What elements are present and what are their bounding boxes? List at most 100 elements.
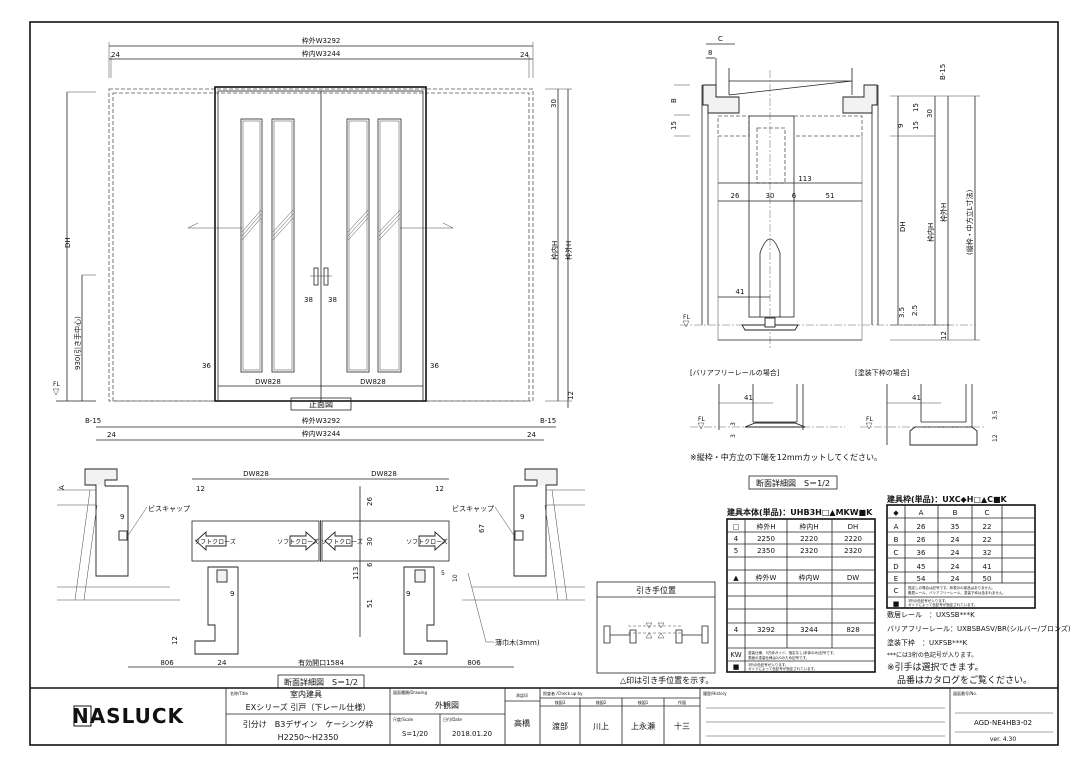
check-label: 照査者 /Check up by bbox=[543, 690, 583, 696]
plan-30: 30 bbox=[366, 537, 374, 546]
shim-label: 薄巾木(3mm) bbox=[495, 638, 540, 647]
vs-b: B bbox=[670, 98, 678, 103]
frame-table-cell: A bbox=[894, 523, 899, 531]
handle-note: ※引手は選択できます。 bbox=[887, 661, 984, 673]
approval-label: 承認印 bbox=[516, 692, 528, 698]
scale-value: S=1/20 bbox=[402, 730, 428, 738]
door-handles[interactable] bbox=[310, 267, 332, 286]
cell: 3292 bbox=[757, 626, 775, 634]
soft-close-label: ソフトクローズ bbox=[321, 538, 363, 546]
history-label: 履歴/History bbox=[703, 690, 727, 696]
plan-5: 5 bbox=[441, 570, 445, 577]
title-line-3: 引分け B3デザイン ケーシング枠 bbox=[243, 719, 373, 729]
door-width-right: DW828 bbox=[360, 378, 386, 386]
plan-9-guide-left: 9 bbox=[230, 590, 234, 598]
note: 敷居レール、バリアフリーレール、塗装下枠は含まれません。 bbox=[908, 590, 1006, 595]
frame-table-cell: 24 bbox=[951, 575, 960, 583]
th-w-1: 枠外W bbox=[756, 573, 777, 582]
plan-12-left: 12 bbox=[196, 485, 205, 493]
vs-26: 26 bbox=[731, 192, 740, 200]
cell: 2320 bbox=[844, 547, 862, 555]
dim-24-left: 24 bbox=[111, 51, 120, 59]
plan-24-bl: 24 bbox=[218, 659, 227, 667]
approval-name: 高橋 bbox=[514, 718, 530, 728]
vs-12: 12 bbox=[940, 331, 948, 340]
frame-table-cell: 36 bbox=[917, 549, 926, 557]
plan-dim-a: A bbox=[58, 485, 66, 490]
cell: 2250 bbox=[757, 535, 775, 543]
drawing-label: 図面種類/Drawing bbox=[393, 689, 427, 695]
bottom-details: [バリアフリーレールの場合] 41 3 3 FL [塗装下枠の場合] 41 FL… bbox=[690, 368, 999, 490]
frame-table-title: 建具枠(単品)：UXC◆H□▲C■K bbox=[886, 494, 1008, 504]
handle-height-label: 930(引き手中心) bbox=[73, 316, 82, 370]
checker-role: 検図1 bbox=[638, 699, 649, 705]
frame-table-cell: D bbox=[893, 563, 898, 571]
frame-table-cell: 32 bbox=[983, 549, 992, 557]
date-value: 2018.01.20 bbox=[452, 730, 492, 738]
th-w-2: 枠内W bbox=[799, 573, 820, 582]
catalog-note: 品番はカタログをご覧ください。 bbox=[897, 674, 1032, 686]
effective-opening: 有効開口1584 bbox=[298, 658, 344, 667]
cell: 2220 bbox=[844, 535, 862, 543]
soft-close-label: ソフトクローズ bbox=[194, 538, 236, 546]
vs-b15: B-15 bbox=[939, 64, 947, 80]
plan-section: B-15 B-15 枠外W3292 枠内W3244 24 24 DW828 DW… bbox=[57, 416, 585, 689]
note: 3桁の色記号が入ります。 bbox=[908, 598, 948, 603]
b15-left: B-15 bbox=[85, 417, 101, 425]
drawing-number: AGD-NE4HB3-02 bbox=[974, 719, 1032, 727]
soft-close-label: ソフトクローズ bbox=[277, 538, 319, 546]
plan-9-right: 9 bbox=[520, 513, 524, 521]
vs-41: 41 bbox=[736, 288, 745, 296]
frame-table-cell: E bbox=[894, 575, 898, 583]
cell: 2350 bbox=[757, 547, 775, 555]
barrier-free-rail: バリアフリーレール：UXBSBASV/BR(シルバー/ブロンズ) bbox=[887, 624, 1071, 633]
outer-h-label: 枠外H bbox=[564, 241, 573, 260]
frame-table-cell: 22 bbox=[983, 536, 992, 544]
vs-15a: 15 bbox=[912, 103, 920, 112]
note-key: KW bbox=[730, 651, 741, 659]
cell: 828 bbox=[846, 626, 859, 634]
plan-24-right: 24 bbox=[527, 431, 536, 439]
plan-113: 113 bbox=[352, 567, 360, 580]
checker-name: 十三 bbox=[674, 721, 690, 731]
title-line-4: H2250〜H2350 bbox=[278, 733, 339, 742]
vs-inner-h: 枠内H bbox=[926, 223, 935, 242]
th-h-2: 枠内H bbox=[799, 522, 818, 531]
door-table-title: 建具本体(単品)：UHB3H□▲MKW■K bbox=[726, 507, 873, 517]
title-label: 名称/Title bbox=[230, 690, 248, 696]
frame-table-cell: 54 bbox=[917, 575, 926, 583]
bf-3a: 3 bbox=[730, 422, 737, 426]
stile-left: 36 bbox=[202, 362, 211, 370]
front-elevation-caption: 正面図 bbox=[309, 400, 333, 409]
nasluck-logo: NASLUCK bbox=[72, 704, 184, 728]
ft-th: C bbox=[985, 509, 990, 517]
frame-table-cell: 24 bbox=[951, 536, 960, 544]
plan-6: 6 bbox=[366, 562, 374, 567]
cut-note: ※縦枠・中方立の下端を12mmカットしてください。 bbox=[690, 452, 882, 462]
vs-c: C bbox=[718, 35, 723, 43]
checker-name: 渡部 bbox=[552, 721, 568, 731]
th-h-3: DH bbox=[848, 523, 859, 531]
detail-caption: 断面詳細図 S＝1/2 bbox=[756, 478, 830, 488]
plan-12-bottom: 12 bbox=[171, 636, 179, 645]
frame-table-cell: 24 bbox=[951, 563, 960, 571]
note-key: ■ bbox=[733, 663, 740, 671]
plan-806-right: 806 bbox=[467, 659, 481, 667]
vs-jamb-note: (縦枠・中方立L寸法) bbox=[965, 189, 974, 255]
note-key: C bbox=[894, 587, 899, 595]
frame-table-cell: B bbox=[894, 536, 899, 544]
plan-12-right: 12 bbox=[435, 485, 444, 493]
screw-cap-left: ビスキャップ bbox=[148, 504, 190, 513]
checker-role: 検図2 bbox=[596, 699, 607, 705]
screw-cap-right: ビスキャップ bbox=[452, 504, 494, 513]
handle-offset-left: 38 bbox=[304, 296, 313, 304]
bf-fl: FL bbox=[698, 416, 705, 423]
vs-25: 2.5 bbox=[911, 305, 919, 316]
plan-9-guide-right: 9 bbox=[406, 590, 410, 598]
title-block: NASLUCK 名称/Title 室内建具 EXシリーズ 引戸（下レール仕様） … bbox=[30, 687, 1058, 745]
dh-label: DH bbox=[64, 237, 72, 248]
ft-th: A bbox=[919, 509, 924, 517]
vertical-section: C 8 113 26 30 6 51 41 B 15 B-15 bbox=[670, 35, 980, 350]
pull-position-title: 引き手位置 bbox=[636, 585, 676, 595]
